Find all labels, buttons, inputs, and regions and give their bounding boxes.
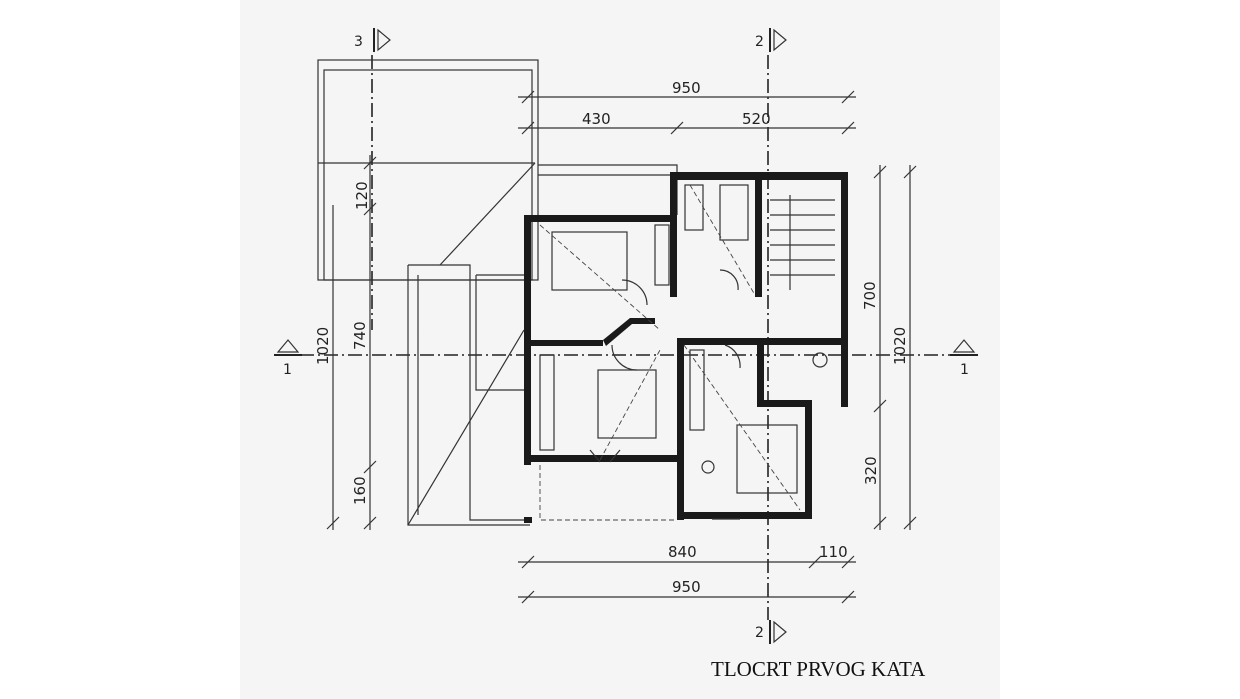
svg-text:1: 1 [283,362,292,378]
dim-left-middle: 740 [351,321,369,350]
section-marker-2-top: 2 [755,28,787,52]
section-marker-1-left: 1 [274,339,302,378]
section-marker-1-right: 1 [950,339,978,378]
svg-text:2: 2 [755,34,764,50]
svg-text:2: 2 [755,625,764,641]
dim-bottom-total: 950 [672,578,701,596]
dim-top-left: 430 [582,110,611,128]
dim-left-bottom: 160 [351,476,369,505]
dim-left-top: 120 [353,181,371,210]
dim-bottom-right: 110 [819,543,848,561]
paper-background [240,0,1000,699]
dim-top-right: 520 [742,110,771,128]
dim-bottom-left: 840 [668,543,697,561]
drawing-title: TLOCRT PRVOG KATA [711,657,926,681]
interior-details [539,184,835,521]
section-axes [300,55,955,620]
svg-text:1: 1 [960,362,969,378]
dim-right-bottom: 320 [862,456,880,485]
walls [524,172,848,523]
section-marker-2-bottom: 2 [755,620,787,644]
dim-top-total: 950 [672,79,701,97]
svg-text:3: 3 [354,34,363,50]
roof-outlines [317,59,678,526]
dimension-lines [326,90,917,604]
dim-right-total: 1020 [891,327,909,365]
section-marker-3-top: 3 [354,28,391,52]
dim-left-total: 1020 [314,327,332,365]
dim-right-top: 700 [861,281,879,310]
